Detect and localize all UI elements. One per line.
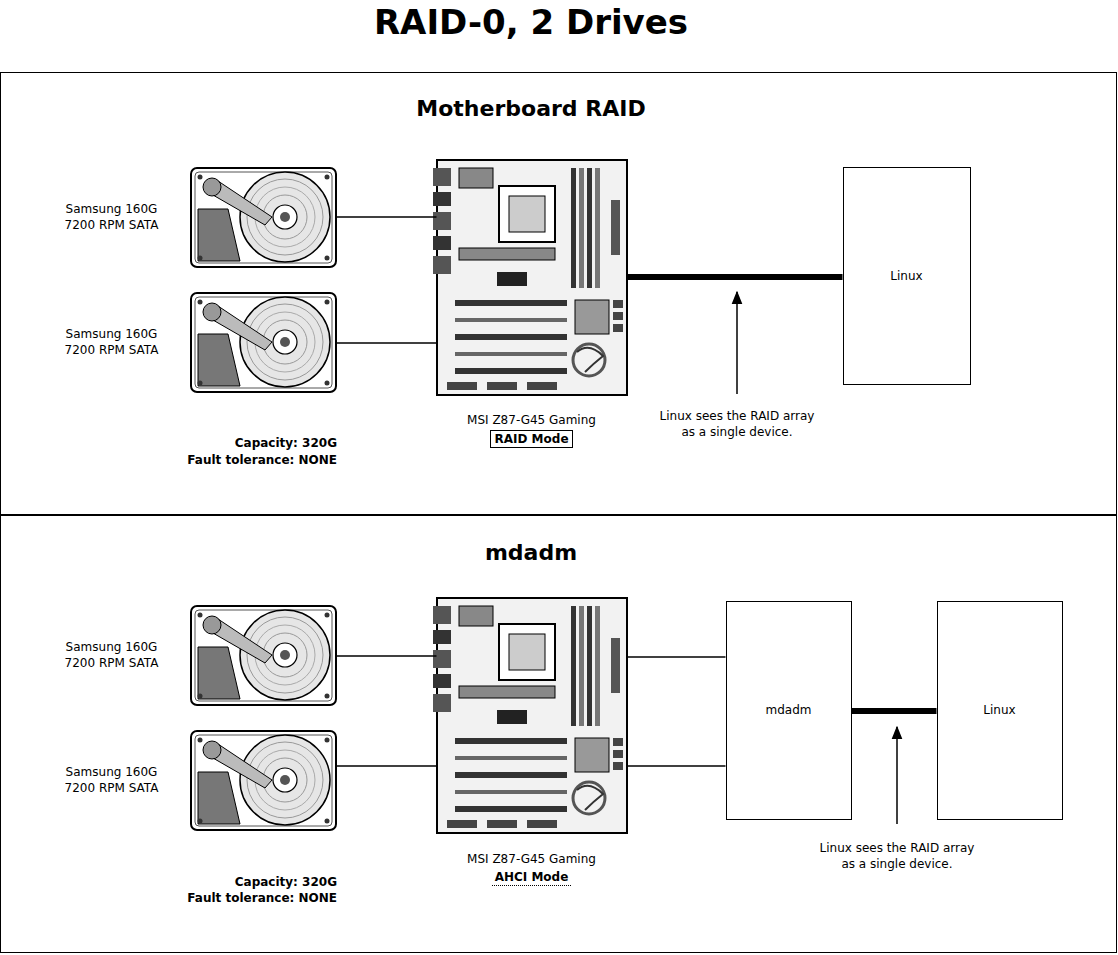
sata-cable (337, 765, 437, 767)
sata-cable (337, 655, 437, 657)
data-link (627, 274, 843, 280)
hard-drive-picture (191, 731, 336, 830)
hard-drive: Samsung 160G 7200 RPM SATA (55, 167, 337, 268)
raid-panel: mdadmSamsung 160G 7200 RPM SATASamsung 1… (0, 514, 1117, 953)
drive-label: Samsung 160G 7200 RPM SATA (57, 201, 167, 233)
motherboard-picture (433, 160, 627, 395)
hard-drive-picture (191, 293, 336, 392)
hard-drive: Samsung 160G 7200 RPM SATA (55, 605, 337, 706)
drive-label: Samsung 160G 7200 RPM SATA (57, 639, 167, 671)
raid-panel: Motherboard RAID Samsung 160G 7200 RPM SA… (0, 72, 1117, 516)
callout-note: Linux sees the RAID array as a single de… (816, 840, 978, 872)
callout-arrow (736, 292, 738, 394)
sata-cable (627, 656, 726, 658)
motherboard: MSI Z87-G45 GamingAHCI Mode (437, 598, 627, 886)
hard-drive-picture (191, 168, 336, 267)
panel-heading: mdadm (1, 539, 1061, 567)
system-box: Linux (937, 601, 1063, 820)
hard-drive: Samsung 160G 7200 RPM SATA (55, 730, 337, 831)
data-link (852, 708, 937, 714)
drive-label: Samsung 160G 7200 RPM SATA (57, 764, 167, 796)
callout-arrow (896, 727, 898, 824)
capacity-note: Capacity: 320G (87, 435, 337, 451)
system-box: Linux (843, 167, 971, 385)
hard-drive-picture (191, 606, 336, 705)
sata-cable (627, 765, 726, 767)
board-model: MSI Z87-G45 Gaming (467, 412, 596, 428)
box-label: mdadm (762, 702, 816, 718)
sata-cable (337, 342, 437, 344)
fault-tolerance-note: Fault tolerance: NONE (87, 890, 337, 906)
motherboard-picture (433, 598, 627, 833)
system-box: mdadm (726, 601, 852, 820)
capacity-note: Capacity: 320G (87, 874, 337, 890)
callout-note: Linux sees the RAID array as a single de… (656, 408, 818, 440)
drive-label: Samsung 160G 7200 RPM SATA (57, 326, 167, 358)
board-model: MSI Z87-G45 Gaming (467, 851, 596, 867)
mode-label: AHCI Mode (492, 869, 572, 886)
diagram-title: RAID-0, 2 Drives (0, 2, 1062, 42)
panel-heading: Motherboard RAID (1, 95, 1061, 123)
sata-cable (337, 216, 437, 218)
mode-label: RAID Mode (490, 430, 572, 448)
hard-drive: Samsung 160G 7200 RPM SATA (55, 292, 337, 393)
motherboard: MSI Z87-G45 GamingRAID Mode (437, 160, 627, 448)
box-label: Linux (979, 702, 1019, 718)
box-label: Linux (886, 268, 926, 284)
fault-tolerance-note: Fault tolerance: NONE (87, 452, 337, 468)
